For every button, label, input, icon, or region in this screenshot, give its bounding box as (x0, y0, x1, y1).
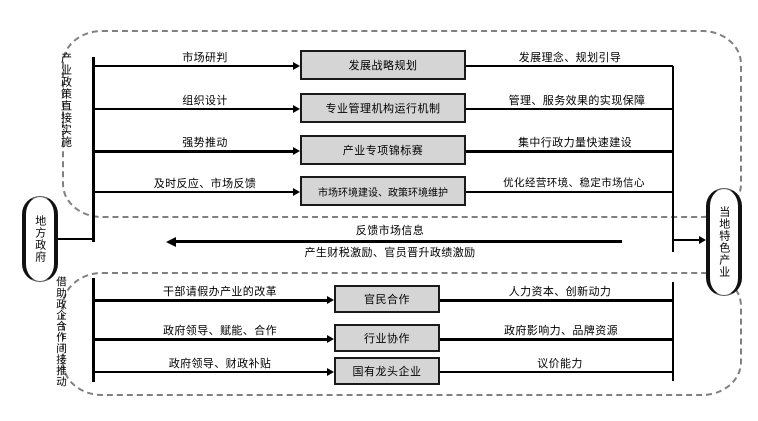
terminal-local-government[interactable]: 地方政府 (22, 196, 58, 282)
row4-box[interactable]: 市场环境建设、政策环境维护 (300, 176, 466, 206)
top-right-bus (672, 66, 674, 252)
row2-right-line (466, 108, 673, 110)
brow1-arrowhead (327, 296, 334, 304)
connector-top-bus-to-terminal (673, 239, 701, 241)
brow3-right-label: 议价能力 (537, 357, 583, 370)
row1-left-line (93, 65, 295, 67)
row1-box[interactable]: 发展战略规划 (300, 50, 466, 80)
brow3-left-line (93, 371, 329, 373)
brow2-left-line (93, 338, 329, 341)
row1-right-line (466, 65, 673, 67)
brow1-box[interactable]: 官民合作 (334, 285, 440, 313)
terminal-local-government-label: 地方政府 (33, 215, 47, 263)
connector-left-terminal-to-bus (58, 238, 93, 240)
brow1-right-line (440, 299, 673, 302)
row4-left-line (93, 191, 295, 193)
row4-arrowhead (293, 187, 300, 196)
row2-left-label: 组织设计 (182, 94, 228, 107)
top-bus-down-to-terminal (672, 210, 674, 240)
row1-left-label: 市场研判 (182, 51, 228, 64)
brow1-right-label: 人力资本、创新动力 (508, 285, 612, 298)
row1-right-label: 发展理念、规划引导 (518, 51, 622, 64)
brow3-right-line (440, 371, 673, 373)
brow3-arrowhead (327, 367, 334, 376)
row4-left-label: 及时反应、市场反馈 (153, 177, 257, 190)
row2-right-label: 管理、服务效果的实现保障 (508, 94, 646, 107)
top-terminal-arrowhead (699, 235, 706, 244)
bottom-right-bus (672, 282, 674, 381)
row3-left-line (93, 150, 295, 153)
row2-arrowhead (293, 104, 300, 113)
brow3-box[interactable]: 国有龙头企业 (334, 357, 440, 385)
terminal-local-industry-label: 当地特色产业 (717, 206, 731, 278)
row3-left-label: 强势推动 (182, 136, 228, 149)
brow2-left-label: 政府领导、赋能、合作 (163, 324, 277, 337)
brow2-right-line (440, 338, 673, 341)
bottom-left-bus (92, 278, 95, 382)
brow2-arrowhead (327, 335, 334, 343)
row2-box[interactable]: 专业管理机构运行机制 (300, 93, 466, 123)
brow3-left-label: 政府领导、财政补贴 (168, 357, 272, 370)
brow2-right-label: 政府影响力、品牌资源 (504, 324, 618, 337)
row4-right-label: 优化经营环境、稳定市场信心 (503, 177, 645, 189)
bottom-group-label: 借助政企合作间接推动 (55, 276, 68, 387)
feedback-above-label: 反馈市场信息 (355, 224, 425, 237)
brow2-box[interactable]: 行业协作 (334, 324, 440, 352)
row1-arrowhead (293, 61, 300, 70)
feedback-arrow-line (176, 240, 622, 243)
top-left-bus (92, 57, 95, 242)
terminal-local-industry[interactable]: 当地特色产业 (706, 188, 742, 296)
brow1-left-label: 干部请假办产业的改革 (163, 285, 277, 298)
row3-box[interactable]: 产业专项锦标赛 (300, 135, 466, 165)
top-group-label: 产业政策直接实施 (59, 52, 73, 148)
feedback-below-label: 产生财税激励、官员晋升政绩激励 (304, 246, 476, 259)
feedback-arrowhead (166, 236, 176, 247)
row3-right-label: 集中行政力量快速建设 (518, 136, 632, 149)
row2-left-line (93, 108, 295, 110)
brow1-left-line (93, 299, 329, 302)
row3-arrowhead (293, 147, 300, 155)
row3-right-line (466, 150, 673, 153)
row4-right-line (466, 191, 673, 193)
